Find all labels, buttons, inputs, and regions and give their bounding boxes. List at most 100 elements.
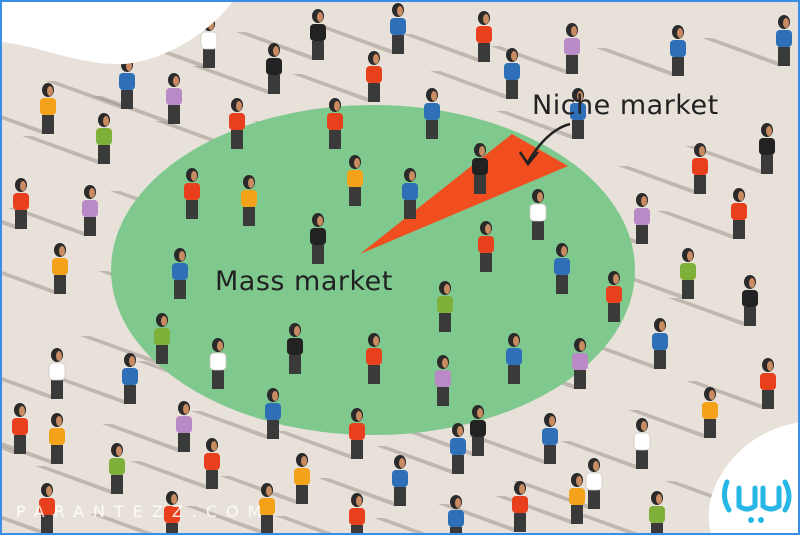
person-icon: [176, 401, 192, 452]
person-icon: [564, 23, 580, 74]
person-shadow: [575, 514, 638, 533]
person-icon: [392, 455, 408, 506]
person-icon: [287, 323, 303, 374]
person-icon: [122, 353, 138, 404]
person-icon: [327, 98, 343, 149]
person-icon: [554, 243, 570, 294]
person-icon: [731, 188, 747, 239]
person-icon: [504, 48, 520, 99]
mass-market-label: Mass market: [215, 266, 393, 297]
person-icon: [347, 155, 363, 206]
person-shadow: [702, 38, 790, 66]
person-icon: [40, 83, 56, 134]
person-icon: [437, 281, 453, 332]
person-icon: [310, 213, 326, 264]
person-icon: [542, 413, 558, 464]
person-shadow: [192, 66, 280, 94]
person-icon: [776, 15, 792, 66]
person-shadow: [657, 211, 745, 239]
person-shadow: [48, 376, 136, 404]
person-shadow: [275, 516, 333, 533]
person-icon: [366, 333, 382, 384]
person-icon: [349, 493, 365, 533]
person-shadow: [191, 411, 279, 439]
person-shadow: [496, 111, 584, 139]
parantezz-logo-icon[interactable]: [707, 442, 800, 535]
person-icon: [209, 338, 227, 389]
person-shadow: [402, 34, 490, 62]
person-shadow: [80, 336, 168, 364]
person-icon: [109, 443, 125, 494]
person-shadow: [102, 424, 190, 452]
person-icon: [585, 458, 603, 509]
person-shadow: [292, 74, 380, 102]
person-icon: [402, 168, 418, 219]
person-icon: [742, 275, 758, 326]
person-icon: [569, 473, 585, 524]
person-shadow: [90, 514, 153, 533]
person-icon: [204, 438, 220, 489]
person-shadow: [560, 441, 648, 469]
person-icon: [49, 413, 65, 464]
person-icon: [12, 403, 28, 454]
person-icon: [172, 248, 188, 299]
person-icon: [634, 193, 650, 244]
person-icon: [450, 423, 466, 474]
person-icon: [265, 388, 281, 439]
person-icon: [606, 271, 622, 322]
person-icon: [649, 491, 665, 533]
person-icon: [680, 248, 696, 299]
person-icon: [82, 185, 98, 236]
person-icon: [692, 143, 708, 194]
person-icon: [448, 495, 464, 533]
person-shadow: [22, 136, 110, 164]
person-shadow: [8, 208, 96, 236]
person-icon: [670, 25, 686, 76]
person-icon: [13, 178, 29, 229]
person-icon: [760, 358, 776, 409]
person-icon: [366, 51, 382, 102]
arrow-head-icon: [518, 151, 539, 167]
person-shadow: [130, 461, 218, 489]
person-icon: [476, 11, 492, 62]
watermark-text: PARANTEZZ.COM: [16, 502, 271, 521]
person-shadow: [92, 96, 180, 124]
person-shadow: [2, 377, 63, 399]
person-icon: [435, 355, 451, 406]
person-shadow: [376, 446, 464, 474]
person-icon: [119, 58, 135, 109]
person-icon: [184, 168, 200, 219]
niche-market-wedge: [360, 134, 568, 254]
person-icon: [39, 483, 55, 533]
crowd: [12, 3, 792, 533]
person-shadow: [685, 146, 773, 174]
person-icon: [572, 338, 588, 389]
person-shadow: [45, 81, 133, 109]
person-icon: [759, 123, 775, 174]
person-icon: [633, 418, 651, 469]
person-icon: [424, 88, 440, 139]
person-shadow: [596, 48, 684, 76]
person-icon: [529, 189, 547, 240]
person-shadow: [316, 26, 404, 54]
person-shadow: [628, 410, 716, 438]
person-icon: [294, 453, 310, 504]
corner-wave-shape: [2, 2, 232, 65]
person-shadow: [374, 518, 426, 533]
person-icon: [512, 481, 528, 532]
person-icon: [154, 313, 170, 364]
person-icon: [478, 221, 494, 272]
person-icon: [390, 3, 406, 54]
person-icon: [349, 408, 365, 459]
person-icon: [96, 113, 112, 164]
person-icon: [472, 143, 488, 194]
person-icon: [506, 333, 522, 384]
person-shadow: [35, 466, 123, 494]
person-shadow: [430, 71, 518, 99]
niche-pointer-arrow: [526, 122, 571, 163]
person-icon: [266, 43, 282, 94]
person-icon: [702, 387, 718, 438]
person-shadow: [468, 436, 556, 464]
